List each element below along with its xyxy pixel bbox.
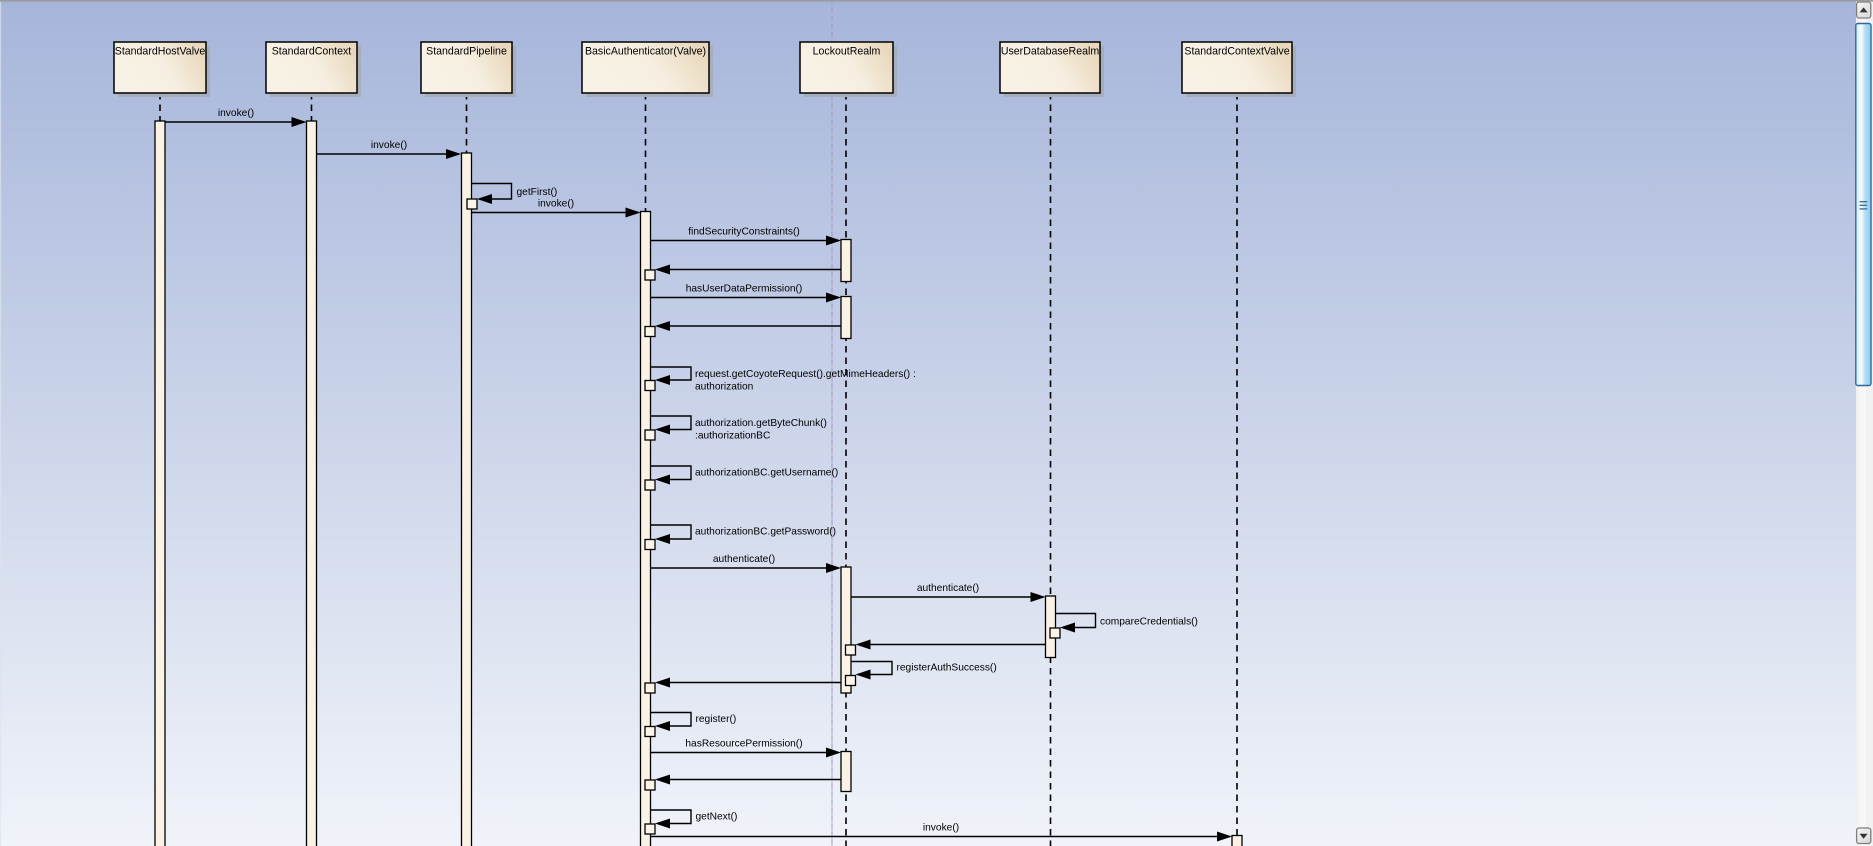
svg-text:StandardContext: StandardContext (272, 46, 352, 58)
svg-text:authorizationBC.getUsername(): authorizationBC.getUsername() (695, 468, 838, 479)
svg-text:hasUserDataPermission(): hasUserDataPermission() (686, 284, 803, 295)
svg-text:UserDatabaseRealm: UserDatabaseRealm (1001, 46, 1100, 58)
svg-text:request.getCoyoteRequest().get: request.getCoyoteRequest().getMimeHeader… (695, 369, 916, 380)
svg-text:LockoutRealm: LockoutRealm (813, 46, 881, 58)
svg-text::authorizationBC: :authorizationBC (695, 431, 770, 442)
svg-text:authenticate(): authenticate() (917, 583, 979, 594)
svg-text:StandardContextValve: StandardContextValve (1184, 46, 1289, 58)
svg-text:invoke(): invoke() (371, 140, 407, 151)
svg-text:authenticate(): authenticate() (713, 554, 775, 565)
svg-text:StandardPipeline: StandardPipeline (426, 46, 507, 58)
svg-text:invoke(): invoke() (923, 823, 959, 834)
svg-text:hasResourcePermission(): hasResourcePermission() (685, 739, 802, 750)
svg-text:findSecurityConstraints(): findSecurityConstraints() (688, 227, 800, 238)
svg-text:authorization: authorization (695, 382, 753, 393)
svg-text:register(): register() (696, 714, 737, 725)
svg-text:authorizationBC.getPassword(): authorizationBC.getPassword() (695, 527, 836, 538)
svg-text:authorization.getByteChunk(): authorization.getByteChunk() (695, 418, 827, 429)
svg-text:registerAuthSuccess(): registerAuthSuccess() (897, 663, 997, 674)
svg-text:StandardHostValve: StandardHostValve (115, 46, 206, 58)
svg-text:compareCredentials(): compareCredentials() (1100, 617, 1198, 628)
svg-text:invoke(): invoke() (538, 199, 574, 210)
svg-text:invoke(): invoke() (218, 108, 254, 119)
svg-text:getFirst(): getFirst() (517, 187, 558, 198)
svg-text:getNext(): getNext() (696, 812, 738, 823)
svg-text:BasicAuthenticator(Valve): BasicAuthenticator(Valve) (585, 46, 706, 58)
